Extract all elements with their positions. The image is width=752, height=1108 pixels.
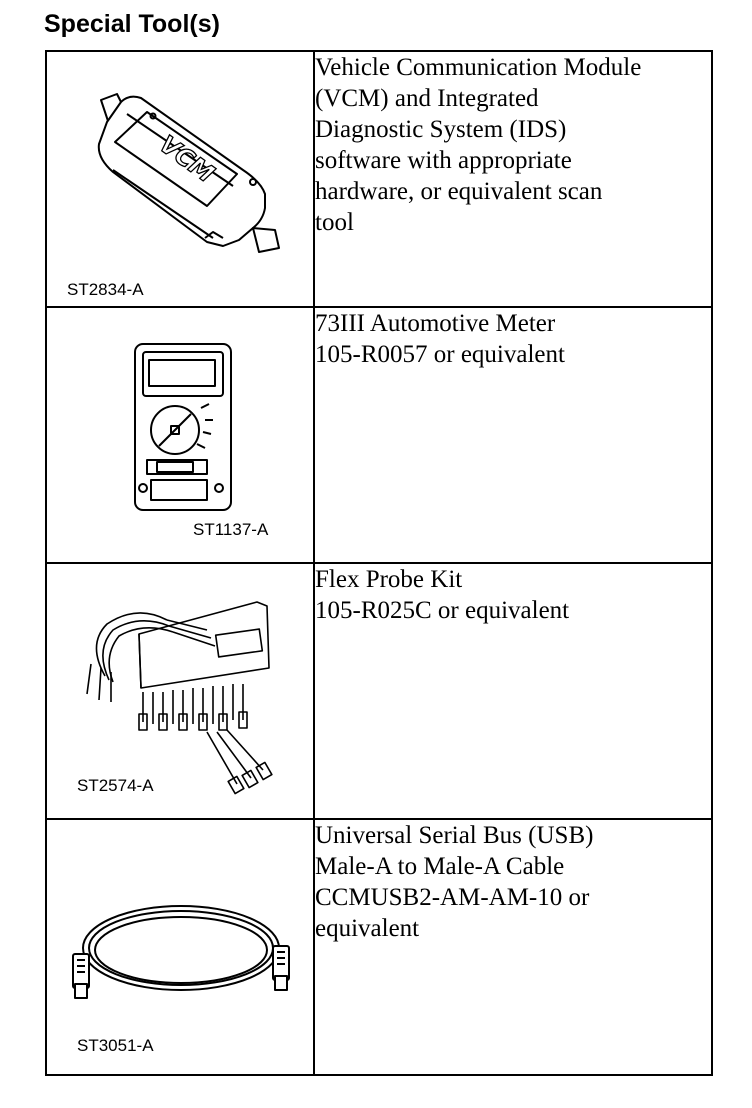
tool-image-code: ST2574-A [77,776,154,795]
usb-cable-illustration [72,905,290,999]
automotive-meter-illustration [134,343,232,511]
tool-row-vcm: VCM ST2834-A Vehicle Communication Modul… [45,50,713,308]
tool-row-probe-kit: ST2574-A Flex Probe Kit 105-R025C or equ… [45,562,713,820]
tool-image-code: ST1137-A [193,520,269,539]
tool-image-cell: ST3051-A [45,818,315,1076]
description-line: software with appropriate [315,147,572,174]
description-line: (VCM) and Integrated [315,85,539,112]
description-line: 105-R025C or equivalent [315,597,570,624]
description-line: equivalent [315,915,420,942]
description-line: Diagnostic System (IDS) [315,116,567,143]
vcm-module-illustration: VCM [97,93,280,253]
description-line: Flex Probe Kit [315,566,463,593]
description-line: tool [315,209,354,236]
tool-row-usb-cable: ST3051-A Universal Serial Bus (USB) Male… [45,818,713,1076]
tool-description: Universal Serial Bus (USB) Male-A to Mal… [313,818,713,1076]
tool-image-cell: ST2574-A [45,562,315,820]
tool-image-code: ST2834-A [67,280,144,299]
tool-image-cell: ST1137-A [45,306,315,564]
description-line: Male-A to Male-A Cable [315,853,565,880]
section-heading: Special Tool(s) [44,10,220,38]
tool-description: 73III Automotive Meter 105-R0057 or equi… [313,306,713,564]
description-line: 105-R0057 or equivalent [315,341,565,368]
tool-image-code: ST3051-A [77,1036,154,1055]
description-line: Vehicle Communication Module [315,54,642,81]
special-tools-table: VCM ST2834-A Vehicle Communication Modul… [45,50,713,1076]
description-line: CCMUSB2-AM-AM-10 or [315,884,590,911]
description-line: Universal Serial Bus (USB) [315,822,594,849]
flex-probe-kit-illustration [86,601,273,795]
description-line: hardware, or equivalent scan [315,178,603,205]
description-line: 73III Automotive Meter [315,310,556,337]
tool-image-cell: VCM ST2834-A [45,50,315,308]
tool-description: Flex Probe Kit 105-R025C or equivalent [313,562,713,820]
tool-row-meter: ST1137-A 73III Automotive Meter 105-R005… [45,306,713,564]
tool-description: Vehicle Communication Module (VCM) and I… [313,50,713,308]
